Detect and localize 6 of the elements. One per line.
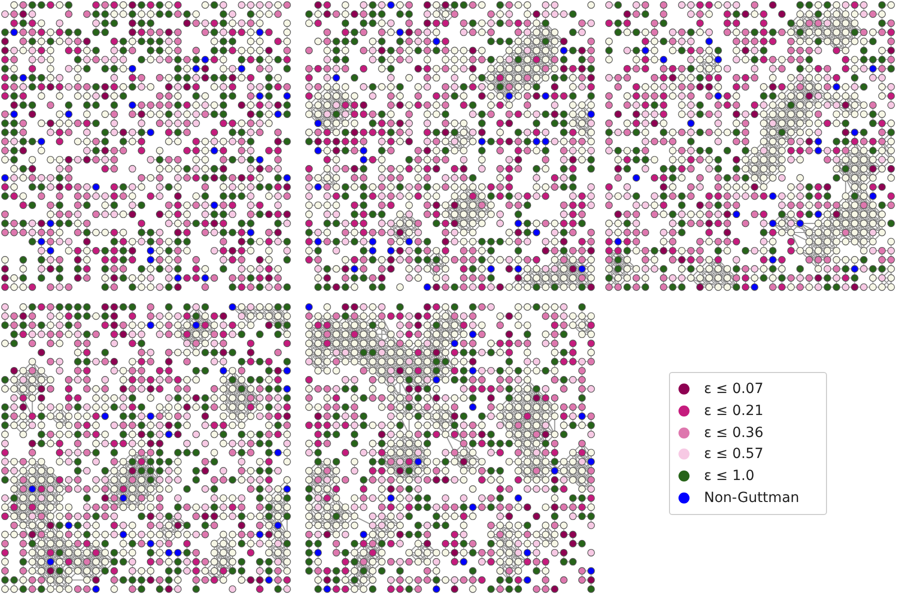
legend-label: Non-Guttman <box>704 490 800 506</box>
legend-label: ε ≤ 0.07 <box>704 380 764 397</box>
legend-label: ε ≤ 0.21 <box>704 402 764 419</box>
legend-label: ε ≤ 0.36 <box>704 424 764 441</box>
legend-label: ε ≤ 1.0 <box>704 468 754 484</box>
legend-label: ε ≤ 0.57 <box>704 446 764 462</box>
